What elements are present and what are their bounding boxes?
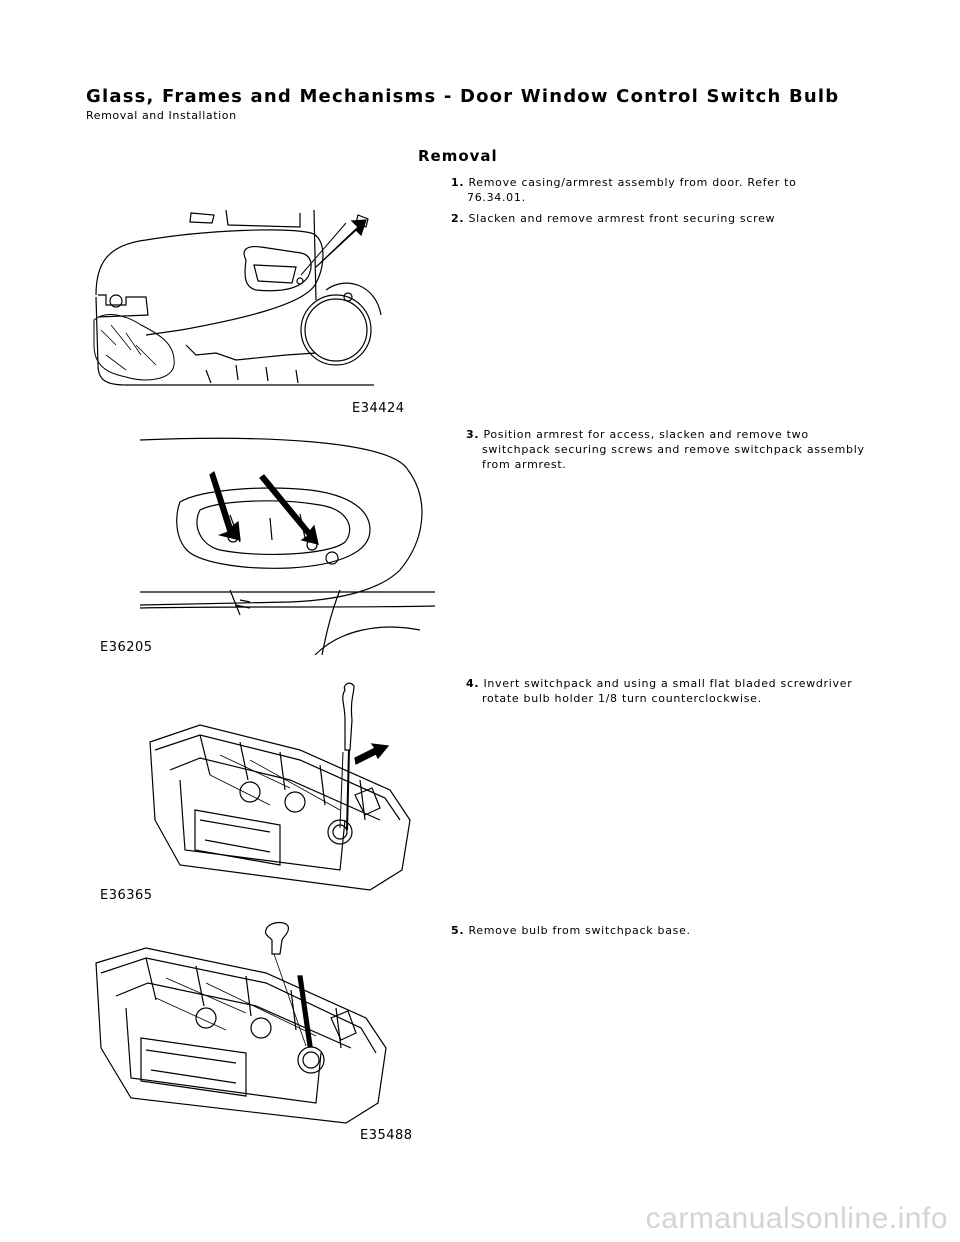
step-text-cont: switchpack securing screws and remove sw… (482, 443, 865, 456)
figure-label: E34424 (352, 401, 405, 416)
step-1: 1. Remove casing/armrest assembly from d… (451, 175, 797, 205)
step-text: Invert switchpack and using a small flat… (483, 677, 853, 690)
switchpack-screws-illustration: E36205 (100, 430, 435, 655)
step-number: 5. (451, 924, 465, 937)
watermark: carmanualsonline.info (645, 1202, 948, 1235)
step-number: 4. (466, 677, 480, 690)
step-text-cont: rotate bulb holder 1/8 turn counterclock… (482, 692, 762, 705)
step-4: 4. Invert switchpack and using a small f… (466, 676, 852, 706)
step-text-cont: from armrest. (482, 458, 567, 471)
step-text: Remove bulb from switchpack base. (468, 924, 691, 937)
step-text: Slacken and remove armrest front securin… (468, 212, 776, 225)
section-heading: Removal (418, 147, 498, 165)
step-text: Remove casing/armrest assembly from door… (468, 176, 797, 189)
figure-label: E36365 (100, 888, 153, 903)
step-text-cont: 76.34.01. (467, 191, 526, 204)
step-number: 3. (466, 428, 480, 441)
switchpack-bulb-illustration: E35488 (86, 918, 412, 1143)
step-text: Position armrest for access, slacken and… (483, 428, 809, 441)
step-2: 2. Slacken and remove armrest front secu… (451, 211, 775, 226)
figure-label: E36205 (100, 640, 153, 655)
step-number: 2. (451, 212, 465, 225)
step-5: 5. Remove bulb from switchpack base. (451, 923, 691, 938)
figure-label: E35488 (360, 1128, 413, 1143)
door-armrest-illustration: E34424 (86, 205, 404, 416)
page-subtitle: Removal and Installation (86, 109, 237, 122)
step-3: 3. Position armrest for access, slacken … (466, 427, 865, 472)
step-number: 1. (451, 176, 465, 189)
switchpack-screwdriver-illustration: E36365 (100, 680, 420, 903)
page-title: Glass, Frames and Mechanisms - Door Wind… (86, 86, 840, 107)
